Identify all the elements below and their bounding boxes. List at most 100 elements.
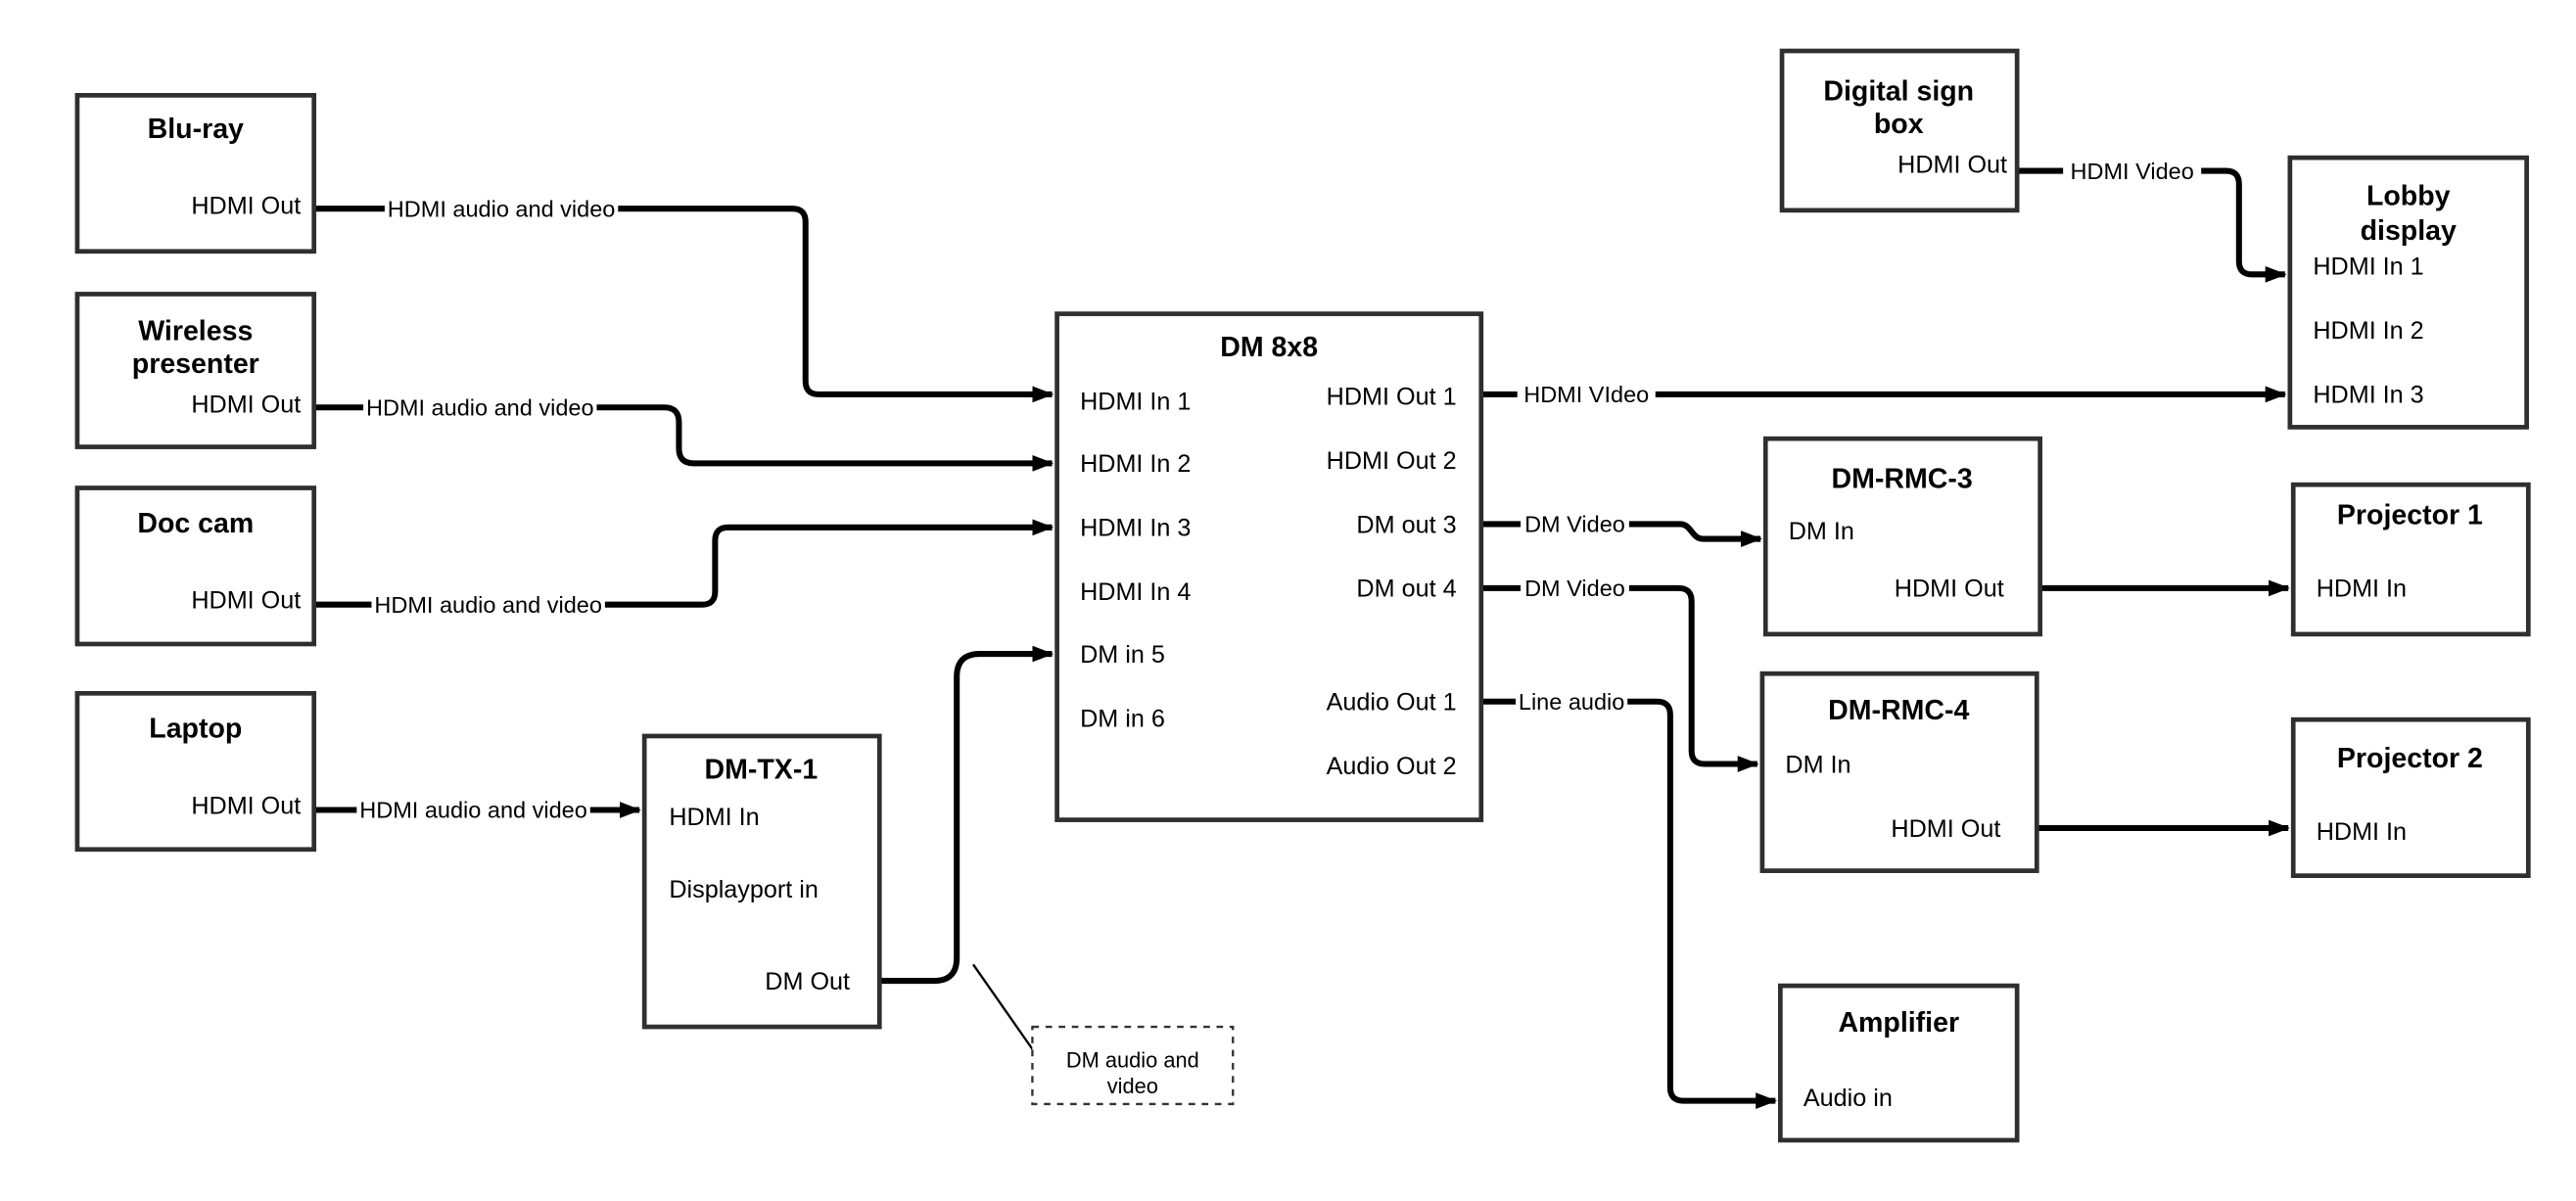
wireless-presenter-port-hdmi-out: HDMI Out <box>191 392 301 419</box>
node-laptop: Laptop HDMI Out <box>74 690 317 853</box>
wire-label-laptop-text: HDMI audio and video <box>359 798 587 823</box>
projector-2-port-hdmi-in: HDMI In <box>2317 818 2407 846</box>
callout-text-line2: video <box>1107 1074 1158 1098</box>
dm-8x8-port-hdmi-out-2: HDMI Out 2 <box>1327 447 1457 475</box>
lobby-display-box <box>2287 155 2529 430</box>
wire-label-digitalsign-text: HDMI Video <box>2071 159 2194 184</box>
dm-rmc-3-title: DM-RMC-3 <box>1832 463 1973 494</box>
dm-8x8-port-hdmi-in-3: HDMI In 3 <box>1080 515 1191 542</box>
lobby-display-port-hdmi-in-3: HDMI In 3 <box>2313 382 2423 409</box>
callout-box <box>1031 1025 1235 1106</box>
wire-bluray-to-dm8x8-hdmi-in1 <box>313 206 1054 403</box>
dm-rmc-4-port-dm-in: DM In <box>1785 751 1850 778</box>
wire-label-hdmi-out1-text: HDMI VIdeo <box>1523 382 1649 407</box>
wire-label-audio-out1-text: Line audio <box>1519 689 1624 715</box>
projector-1-title: Projector 1 <box>2337 499 2483 531</box>
bluray-title: Blu-ray <box>148 114 244 145</box>
dm-8x8-port-hdmi-in-1: HDMI In 1 <box>1080 388 1191 415</box>
wire-label-dm-out3-text: DM Video <box>1524 512 1625 537</box>
wire-doccam-to-dm8x8-hdmi-in3 <box>313 519 1054 608</box>
doc-cam-box <box>74 485 317 647</box>
wire-label-dm-out3: DM Video <box>1521 509 1629 539</box>
dm-8x8-port-dm-in-6: DM in 6 <box>1080 705 1165 732</box>
node-projector-2: Projector 2 HDMI In <box>2290 716 2531 879</box>
dm-rmc-3-box <box>1762 436 2042 637</box>
node-bluray: Blu-ray HDMI Out <box>74 93 317 254</box>
callout-leader-line <box>972 963 1036 1052</box>
bluray-port-hdmi-out: HDMI Out <box>191 193 301 220</box>
dm-8x8-port-hdmi-in-4: HDMI In 4 <box>1080 578 1191 606</box>
dm-8x8-port-audio-out-1: Audio Out 1 <box>1327 689 1457 716</box>
laptop-box <box>74 690 317 853</box>
dm-8x8-port-dm-out-4: DM out 4 <box>1356 576 1456 603</box>
dm-8x8-port-dm-out-3: DM out 3 <box>1356 511 1456 538</box>
wireless-presenter-title-line1: Wireless <box>138 315 253 346</box>
wire-dm8x8-dm-out3-to-dmrmc3-dm-in <box>1480 521 1762 547</box>
wire-label-doccam-text: HDMI audio and video <box>374 592 602 618</box>
node-dm-tx-1: DM-TX-1 HDMI In Displayport in DM Out <box>641 733 882 1030</box>
projector-1-port-hdmi-in: HDMI In <box>2317 576 2407 603</box>
wire-label-dm-out4-text: DM Video <box>1524 576 1625 601</box>
bluray-box <box>74 93 317 254</box>
wire-dm8x8-dm-out4-to-dmrmc4-dm-in <box>1480 584 1759 772</box>
digital-sign-box-box <box>1779 48 2020 213</box>
amplifier-box <box>1778 983 2020 1143</box>
wire-label-digitalsign: HDMI Video <box>2063 156 2202 186</box>
dm-rmc-3-port-hdmi-out: HDMI Out <box>1895 576 2004 603</box>
dm-8x8-title: DM 8x8 <box>1220 332 1318 363</box>
dm-rmc-4-box <box>1759 670 2039 873</box>
node-amplifier: Amplifier Audio in <box>1778 983 2020 1143</box>
dm-8x8-box <box>1054 311 1484 822</box>
digital-sign-box-port-hdmi-out: HDMI Out <box>1897 152 2007 179</box>
callout-text-line1: DM audio and <box>1066 1047 1199 1072</box>
dm-8x8-port-audio-out-2: Audio Out 2 <box>1327 753 1457 780</box>
wire-label-hdmi-out1: HDMI VIdeo <box>1517 379 1656 409</box>
projector-1-box <box>2290 482 2531 637</box>
wire-label-bluray: HDMI audio and video <box>384 194 619 224</box>
lobby-display-port-hdmi-in-1: HDMI In 1 <box>2313 254 2423 281</box>
amplifier-title: Amplifier <box>1838 1007 1959 1039</box>
dm-tx-1-port-displayport-in: Displayport in <box>669 876 819 903</box>
dm-rmc-4-title: DM-RMC-4 <box>1828 695 1969 726</box>
dm-tx-1-port-dm-out: DM Out <box>765 968 850 995</box>
dm-tx-1-title: DM-TX-1 <box>705 755 819 786</box>
lobby-display-title-line1: Lobby <box>2366 181 2451 212</box>
doc-cam-title: Doc cam <box>137 508 254 539</box>
digital-sign-box-title-line2: box <box>1874 109 1924 140</box>
amplifier-port-audio-in: Audio in <box>1803 1085 1893 1112</box>
wire-dmtx1-to-dm8x8-dm-in5 <box>879 645 1054 985</box>
node-wireless-presenter: Wireless presenter HDMI Out <box>74 292 317 449</box>
node-doc-cam: Doc cam HDMI Out <box>74 485 317 647</box>
wire-label-doccam: HDMI audio and video <box>371 589 605 620</box>
wire-label-audio-out1: Line audio <box>1516 686 1628 716</box>
lobby-display-title-line2: display <box>2361 215 2457 247</box>
wire-label-dm-out4: DM Video <box>1521 573 1629 604</box>
wireless-presenter-box <box>74 292 317 449</box>
doc-cam-port-hdmi-out: HDMI Out <box>191 586 301 614</box>
node-projector-1: Projector 1 HDMI In <box>2290 482 2531 637</box>
wire-label-wireless-text: HDMI audio and video <box>366 395 594 421</box>
wire-wireless-to-dm8x8-hdmi-in2 <box>313 404 1054 472</box>
dm-8x8-port-hdmi-out-1: HDMI Out 1 <box>1327 383 1457 410</box>
projector-2-title: Projector 2 <box>2337 743 2483 774</box>
node-dm-rmc-4: DM-RMC-4 DM In HDMI Out <box>1759 670 2039 873</box>
wire-digitalsign-to-lobby-hdmi-in1 <box>2017 167 2287 283</box>
node-digital-sign-box: Digital sign box HDMI Out <box>1779 48 2020 213</box>
wire-label-laptop: HDMI audio and video <box>356 795 590 825</box>
dm-tx-1-port-hdmi-in: HDMI In <box>669 804 759 831</box>
node-lobby-display: Lobby display HDMI In 1 HDMI In 2 HDMI I… <box>2287 155 2529 430</box>
digital-sign-box-title-line1: Digital sign <box>1823 75 1974 107</box>
node-dm-rmc-3: DM-RMC-3 DM In HDMI Out <box>1762 436 2042 637</box>
lobby-display-port-hdmi-in-2: HDMI In 2 <box>2313 317 2423 345</box>
wireless-presenter-title-line2: presenter <box>132 348 259 380</box>
dm-rmc-3-port-dm-in: DM In <box>1789 518 1854 545</box>
laptop-port-hdmi-out: HDMI Out <box>191 792 301 819</box>
dm-8x8-port-hdmi-in-2: HDMI In 2 <box>1080 450 1191 478</box>
wire-label-wireless: HDMI audio and video <box>363 393 597 423</box>
projector-2-box <box>2290 716 2531 879</box>
dm-tx-1-box <box>641 733 882 1030</box>
node-dm-8x8: DM 8x8 HDMI In 1 HDMI In 2 HDMI In 3 HDM… <box>1054 311 1484 822</box>
callout-dm-audio-and-video: DM audio and video <box>1031 1025 1235 1106</box>
wire-label-bluray-text: HDMI audio and video <box>388 196 616 221</box>
dm-8x8-port-dm-in-5: DM in 5 <box>1080 641 1165 669</box>
